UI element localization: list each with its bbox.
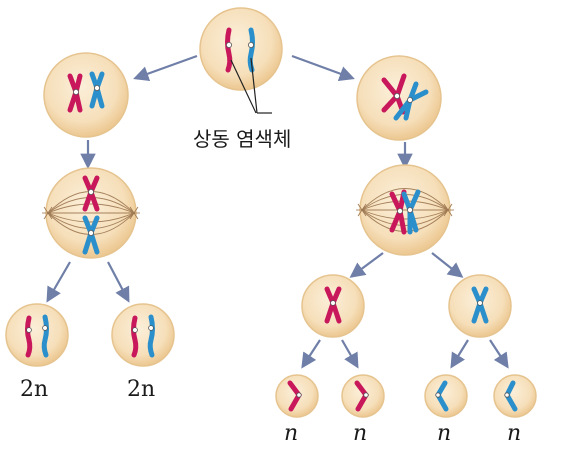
mitosis-cell-1 [43, 52, 129, 138]
arrow-icon [341, 339, 359, 369]
arrow-icon [349, 252, 384, 278]
cell-icon [5, 303, 69, 367]
cell-icon [493, 374, 537, 418]
chromosome-icon [247, 27, 255, 73]
arrow-icon [489, 339, 509, 369]
arrows [46, 54, 509, 369]
parent-cell [199, 7, 283, 91]
chromosome-icon [147, 314, 155, 358]
meiosis-metaphase-cell [356, 164, 454, 256]
cell-icon [43, 52, 129, 138]
arrow-icon [107, 261, 130, 303]
arrow-icon [431, 252, 464, 278]
label-pointers [230, 57, 272, 114]
haploid-cell-3 [424, 374, 468, 418]
cell-icon [424, 374, 468, 418]
meiosis-cell-2-right [448, 274, 512, 338]
chromosome-icon [225, 27, 233, 73]
mitosis-metaphase-cell [42, 167, 140, 259]
chromosome-icon [25, 315, 33, 358]
mitosis-daughter-cell-2 [111, 303, 175, 367]
arrow-icon [291, 54, 355, 81]
arrow-icon [450, 339, 469, 369]
ploidy-label-n: n [284, 421, 298, 446]
ploidy-label-n: n [437, 421, 451, 446]
haploid-cell-1 [275, 374, 319, 418]
ploidy-label-2n: 2n [127, 377, 155, 402]
cell-icon [199, 7, 283, 91]
arrow-icon [301, 339, 321, 369]
chromosome-icon [131, 315, 139, 358]
chromosome-icon [41, 314, 49, 358]
ploidy-label-n: n [507, 421, 521, 446]
cell-icon [111, 303, 175, 367]
ploidy-label-2n: 2n [20, 377, 48, 402]
ploidy-label-n: n [353, 421, 367, 446]
arrow-icon [46, 261, 71, 303]
mitosis-daughter-cell-1 [5, 303, 69, 367]
haploid-cell-4 [493, 374, 537, 418]
arrow-icon [133, 54, 198, 82]
meiosis-cell-1 [356, 55, 442, 141]
homologous-chromosome-label: 상동 염색체 [193, 127, 291, 151]
haploid-cell-2 [341, 374, 385, 418]
meiosis-cell-2-left [301, 274, 365, 338]
